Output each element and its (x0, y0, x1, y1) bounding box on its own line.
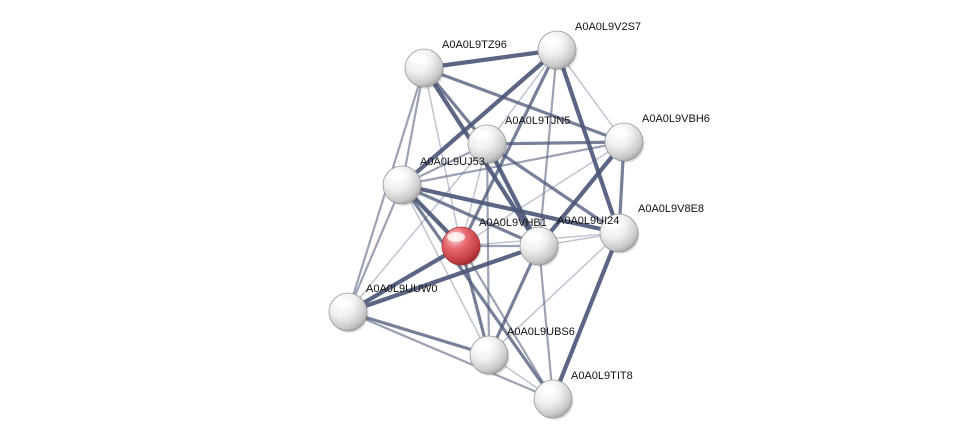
edge-A0A0L9VBH6-A0A0L9UI24 (536, 139, 627, 249)
edge-A0A0L9V8E8-A0A0L9UBS6 (488, 232, 620, 356)
edge-A0A0L9VBH6-A0A0L9TJN5 (485, 140, 626, 146)
edge-A0A0L9VHB1-A0A0L9TIT8 (459, 244, 555, 401)
node-highlight (525, 232, 543, 242)
edge-A0A0L9UUW0-A0A0L9UBS6 (346, 310, 491, 357)
edge-A0A0L9VHB1-A0A0L9UUW0 (345, 243, 464, 315)
edge-A0A0L9VBH6-A0A0L9UJ53 (400, 140, 626, 187)
node-highlight (605, 219, 623, 229)
node-sphere[interactable] (533, 379, 573, 419)
node-A0A0L9UI24[interactable]: A0A0L9UI24 (519, 215, 619, 267)
node-label: A0A0L9V8E8 (638, 203, 704, 215)
node-highlight (543, 36, 561, 46)
node-label: A0A0L9VHB1 (479, 217, 547, 229)
edge-A0A0L9TZ96-A0A0L9V2S7 (421, 47, 560, 71)
node-sphere[interactable] (404, 48, 444, 88)
node-sphere[interactable] (469, 335, 509, 375)
edge-A0A0L9TZ96-A0A0L9UJ53 (400, 66, 426, 187)
node-label: A0A0L9V2S7 (575, 21, 641, 33)
edge-A0A0L9UI24-A0A0L9TIT8 (537, 244, 555, 401)
node-sphere[interactable] (604, 122, 644, 162)
node-A0A0L9V2S7[interactable]: A0A0L9V2S7 (537, 21, 641, 71)
edge-A0A0L9UJ53-A0A0L9TIT8 (400, 183, 555, 401)
node-sphere[interactable] (519, 226, 559, 266)
edge-A0A0L9TJN5-A0A0L9V8E8 (485, 142, 621, 235)
edge-A0A0L9TJN5-A0A0L9UUW0 (347, 143, 488, 313)
edge-A0A0L9UI24-A0A0L9UUW0 (345, 243, 542, 315)
node-A0A0L9UJ53[interactable]: A0A0L9UJ53 (382, 156, 485, 206)
edge-A0A0L9V2S7-A0A0L9UI24 (537, 48, 559, 248)
node-highlight (388, 171, 406, 181)
node-highlight (539, 385, 557, 395)
edge-A0A0L9TZ96-A0A0L9VBH6 (422, 66, 626, 144)
query-node-sphere[interactable] (441, 226, 481, 266)
edge-A0A0L9V2S7-A0A0L9TJN5 (486, 49, 558, 145)
node-A0A0L9TJN5[interactable]: A0A0L9TJN5 (467, 115, 570, 165)
node-sphere[interactable] (328, 292, 368, 332)
edge-A0A0L9TJN5-A0A0L9UBS6 (485, 142, 491, 357)
node-highlight (610, 128, 628, 138)
node-A0A0L9VHB1[interactable]: A0A0L9VHB1 (441, 217, 547, 267)
node-label: A0A0L9TZ96 (442, 39, 507, 51)
node-highlight (410, 54, 428, 64)
node-label: A0A0L9UI24 (557, 215, 619, 227)
edge-A0A0L9V2S7-A0A0L9VHB1 (459, 48, 559, 248)
node-label: A0A0L9UJ53 (420, 156, 485, 168)
edge-A0A0L9UJ53-A0A0L9V8E8 (399, 182, 622, 236)
node-sphere[interactable] (537, 30, 577, 70)
edge-A0A0L9UUW0-A0A0L9TIT8 (346, 310, 555, 401)
node-label: A0A0L9TJN5 (505, 115, 570, 127)
node-label: A0A0L9UBS6 (507, 326, 575, 338)
node-A0A0L9UUW0[interactable]: A0A0L9UUW0 (328, 283, 438, 333)
network-edges (345, 47, 627, 402)
node-highlight (475, 341, 493, 351)
node-sphere[interactable] (382, 165, 422, 205)
edge-A0A0L9UJ53-A0A0L9UI24 (400, 183, 541, 248)
node-A0A0L9TIT8[interactable]: A0A0L9TIT8 (533, 370, 633, 420)
node-highlight (473, 130, 491, 140)
node-label: A0A0L9VBH6 (642, 113, 710, 125)
edge-A0A0L9UJ53-A0A0L9UUW0 (346, 183, 404, 314)
node-highlight (334, 298, 352, 308)
node-A0A0L9UBS6[interactable]: A0A0L9UBS6 (469, 326, 575, 376)
node-A0A0L9TZ96[interactable]: A0A0L9TZ96 (404, 39, 507, 89)
node-A0A0L9V8E8[interactable]: A0A0L9V8E8 (599, 203, 704, 254)
edge-A0A0L9V2S7-A0A0L9UJ53 (399, 47, 560, 188)
node-highlight (447, 232, 465, 242)
node-A0A0L9VBH6[interactable]: A0A0L9VBH6 (604, 113, 710, 163)
edge-A0A0L9UJ53-A0A0L9UBS6 (401, 184, 490, 356)
edge-A0A0L9TZ96-A0A0L9VHB1 (423, 67, 462, 247)
node-label: A0A0L9UUW0 (366, 283, 438, 295)
edge-A0A0L9V8E8-A0A0L9TIT8 (550, 230, 622, 402)
node-label: A0A0L9TIT8 (571, 370, 633, 382)
edge-A0A0L9UI24-A0A0L9UBS6 (487, 244, 541, 357)
